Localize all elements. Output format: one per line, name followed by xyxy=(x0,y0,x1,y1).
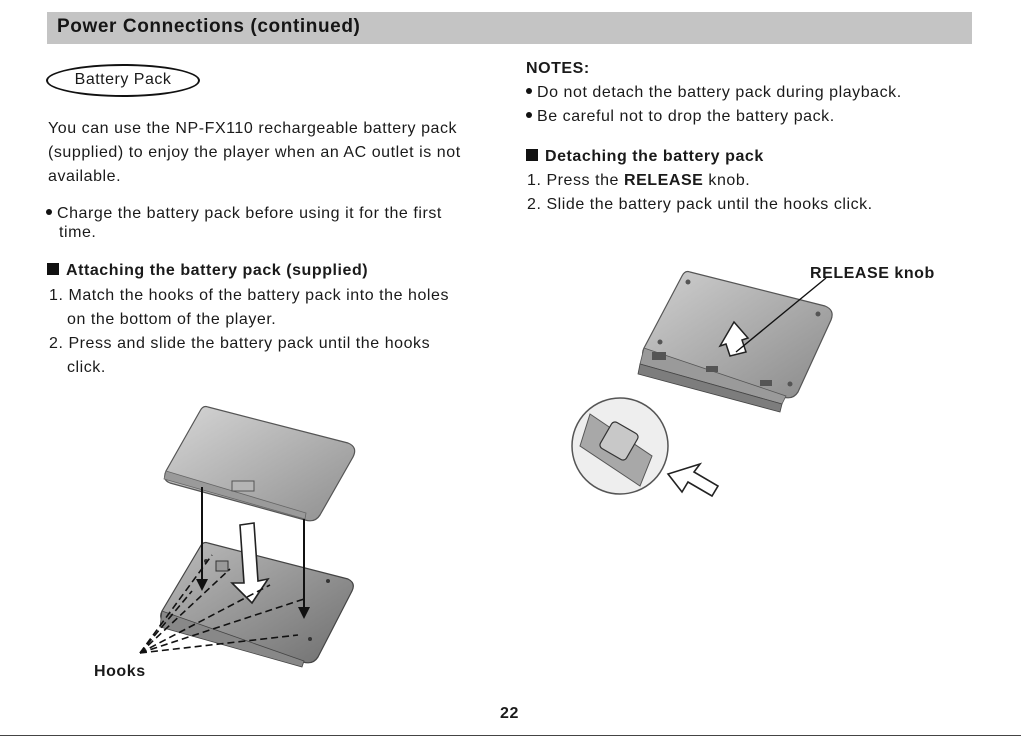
attach-step-1-line-2: on the bottom of the player. xyxy=(67,311,277,328)
note-2-text: Be careful not to drop the battery pack. xyxy=(537,108,835,125)
detach-step-2: 2. Slide the battery pack until the hook… xyxy=(527,196,873,213)
footer-rule xyxy=(0,735,1021,736)
attach-step-2-line-1: 2. Press and slide the battery pack unti… xyxy=(49,335,431,352)
detach-step-1-prefix: 1. Press the xyxy=(527,172,624,189)
note-1: Do not detach the battery pack during pl… xyxy=(526,81,902,105)
bullet-dot xyxy=(46,209,52,215)
page-title: Power Connections (continued) xyxy=(57,16,361,37)
detach-heading: Detaching the battery pack xyxy=(526,145,764,169)
intro-text-line-1: You can use the NP-FX110 rechargeable ba… xyxy=(48,120,458,137)
attach-battery-illustration xyxy=(139,405,356,668)
charge-bullet-line-1: Charge the battery pack before using it … xyxy=(57,205,442,222)
release-knob-label: RELEASE knob xyxy=(810,265,935,282)
page-number: 22 xyxy=(500,705,519,722)
attach-heading: Attaching the battery pack (supplied) xyxy=(47,259,368,283)
charge-bullet-line-2: time. xyxy=(59,224,97,241)
section-label-oval: Battery Pack xyxy=(46,64,200,97)
attach-step-2-line-2: click. xyxy=(67,359,106,376)
notes-heading: NOTES: xyxy=(526,60,590,77)
detach-step-1: 1. Press the RELEASE knob. xyxy=(527,169,750,193)
attach-heading-text: Attaching the battery pack (supplied) xyxy=(66,262,369,279)
bullet-dot xyxy=(526,88,532,94)
section-header-bar: Power Connections (continued) xyxy=(47,12,972,44)
detach-heading-text: Detaching the battery pack xyxy=(545,148,764,165)
magnified-knob-detail xyxy=(571,397,669,495)
heading-square-icon xyxy=(526,149,538,161)
note-2: Be careful not to drop the battery pack. xyxy=(526,105,835,129)
battery-pack-drawing xyxy=(163,405,356,522)
bullet-dot xyxy=(526,112,532,118)
hooks-label: Hooks xyxy=(94,663,146,680)
section-label: Battery Pack xyxy=(74,71,172,88)
attach-step-1-line-1: 1. Match the hooks of the battery pack i… xyxy=(49,287,450,304)
release-keyword: RELEASE xyxy=(623,172,704,189)
detach-step-1-suffix: knob. xyxy=(703,172,751,189)
charge-bullet: Charge the battery pack before using it … xyxy=(46,202,442,226)
intro-text-line-3: available. xyxy=(48,168,122,185)
player-base-drawing xyxy=(159,541,354,668)
heading-square-icon xyxy=(47,263,59,275)
note-1-text: Do not detach the battery pack during pl… xyxy=(537,84,902,101)
intro-text-line-2: (supplied) to enjoy the player when an A… xyxy=(48,144,461,161)
detach-battery-illustration xyxy=(571,270,833,498)
